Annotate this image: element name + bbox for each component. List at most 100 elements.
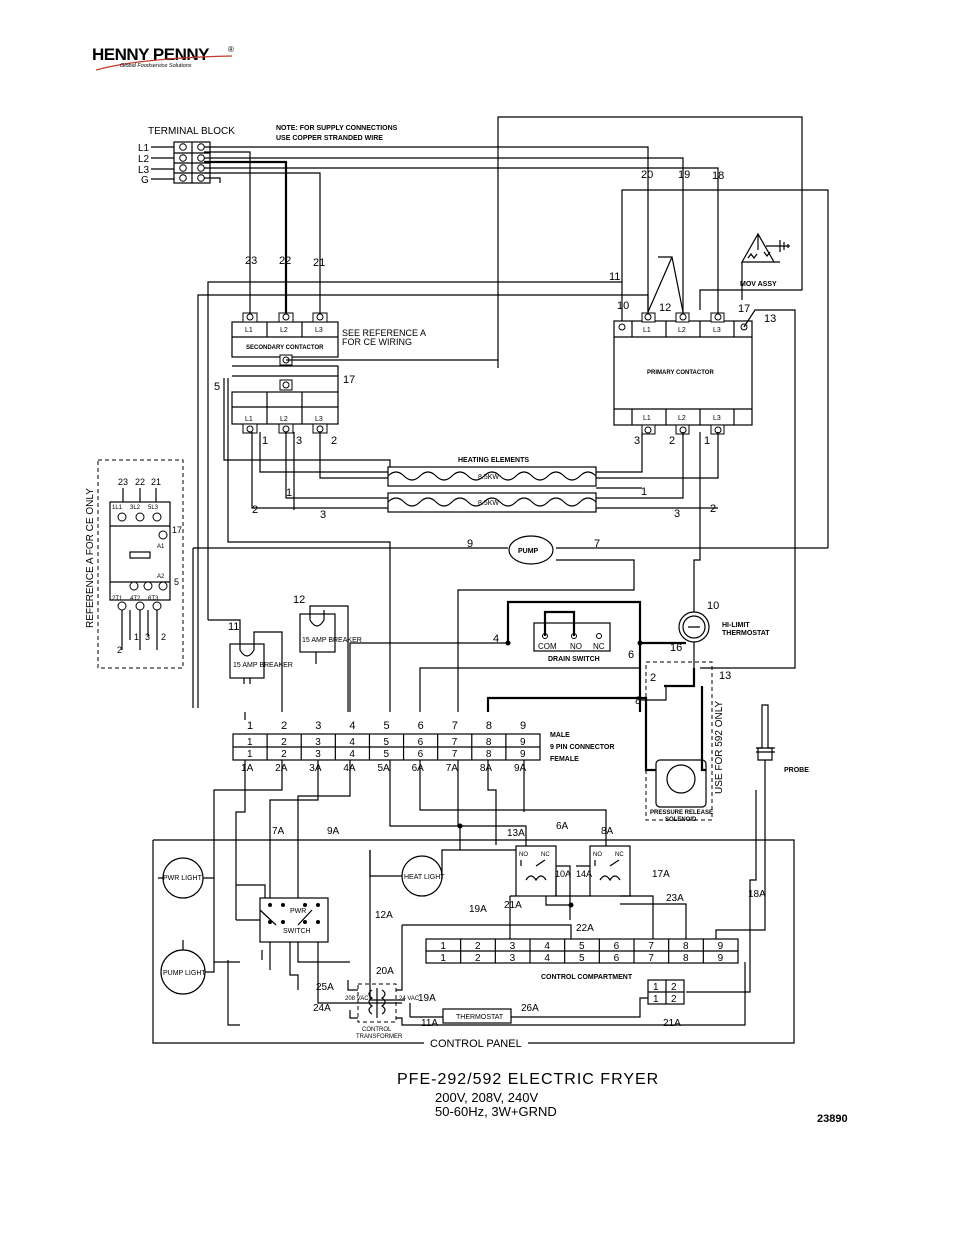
pri-wire-13: 13 — [764, 313, 776, 325]
connector-output-wire-label: 3A — [309, 763, 322, 774]
breaker-11-label: 15 AMP BREAKER — [233, 662, 293, 669]
pw-21a: 21A — [504, 900, 522, 911]
connector-output-wire-label: 7A — [446, 763, 459, 774]
control-compartment-label: CONTROL COMPARTMENT — [541, 974, 633, 981]
transformer-label-1: CONTROL — [362, 1027, 392, 1033]
pw-11a: 11A — [421, 1018, 438, 1029]
pri-out-3: 3 — [634, 435, 640, 447]
pri-out-1: 1 — [704, 435, 710, 447]
compartment-pin-bottom: 5 — [579, 953, 585, 964]
relay-right: NO NC — [589, 845, 631, 897]
ref-bot-2: 2 — [117, 645, 122, 655]
connector-input-wire-label: 8 — [486, 720, 492, 732]
connector-output-wire-label: 8A — [480, 763, 493, 774]
ref-w17: 17 — [172, 525, 182, 535]
breaker-11: 11 15 AMP BREAKER — [208, 619, 293, 712]
pri-bot-l3: L3 — [713, 415, 721, 422]
pw-25a: 25A — [316, 982, 334, 993]
connector-to-panel-wires — [213, 712, 607, 963]
small-pin-1a: 1 — [653, 982, 659, 993]
logo-registered-mark: ® — [228, 45, 234, 54]
connector-female-label: FEMALE — [550, 756, 579, 763]
thermostat-label-panel: THERMOSTAT — [456, 1014, 504, 1021]
pri-bot-l1: L1 — [643, 415, 651, 422]
ref-2t1: 2T1 — [112, 596, 123, 602]
pw-22a: 22A — [576, 923, 594, 934]
relay-left-no: NO — [519, 852, 528, 858]
connector-input-wire-label: 3 — [315, 720, 321, 732]
pw-8a: 8A — [601, 826, 614, 837]
sec-top-l3: L3 — [315, 327, 323, 334]
drain-wire-4: 4 — [493, 633, 499, 645]
sec-side-wire-5: 5 — [214, 381, 220, 393]
sec-bot-l1: L1 — [245, 416, 253, 423]
sec-wire-21: 21 — [313, 257, 325, 269]
heating-elements-label: HEATING ELEMENTS — [458, 457, 529, 464]
connector-male-pin: 6 — [418, 737, 424, 748]
element-1-kw: 8.5KW — [478, 474, 499, 481]
title-line-1: PFE-292/592 ELECTRIC FRYER — [397, 1071, 659, 1088]
connector-male-pin: 3 — [315, 737, 321, 748]
pw-9a: 9A — [327, 826, 340, 837]
sec-out-1: 1 — [262, 435, 268, 447]
connector-male-label: MALE — [550, 732, 570, 739]
relay-left-nc: NC — [541, 852, 550, 858]
breaker-12-wire: 12 — [293, 594, 305, 606]
compartment-pin-top: 8 — [683, 941, 689, 952]
connector-female-pin: 2 — [281, 749, 287, 760]
relay-left: NO NC — [515, 845, 557, 897]
heat-light: HEAT LIGHT — [369, 849, 526, 897]
connector-input-wire-label: 2 — [281, 720, 287, 732]
connector-female-pin: 9 — [520, 749, 526, 760]
sec-top-l1: L1 — [245, 327, 253, 334]
pri-wire-10: 10 — [617, 300, 629, 312]
solenoid-wire-8: 8 — [635, 695, 641, 707]
hi-limit-wire-10: 10 — [707, 600, 719, 612]
primary-contactor-body — [613, 320, 753, 426]
control-thermostat: THERMOSTAT — [409, 997, 648, 1024]
solenoid-label-2: SOLENOID — [665, 817, 697, 823]
connector-input-wire-label: 4 — [349, 720, 355, 732]
terminal-l2-label: L2 — [138, 154, 150, 165]
switch-pwr-label: PWR — [290, 908, 306, 915]
terminal-l3-label: L3 — [138, 165, 150, 176]
pw-19a-2: 19A — [418, 993, 436, 1004]
logo-brand: HENNY PENNY — [92, 45, 210, 64]
pw-26a: 26A — [521, 1003, 539, 1014]
pri-wire-11: 11 — [609, 271, 620, 283]
connector-male-pin: 1 — [247, 737, 253, 748]
pri-top-l3: L3 — [713, 327, 721, 334]
sec-coil-wire-17: 17 — [343, 374, 355, 386]
primary-contactor: 20 19 18 L1 L2 L3 PRIMARY CONTACTOR L1 L… — [609, 169, 776, 447]
pri-wire-19: 19 — [678, 169, 690, 181]
ref-a1: A1 — [157, 544, 165, 550]
pw-21a-2: 21A — [663, 1018, 681, 1029]
compartment-pin-top: 5 — [579, 941, 585, 952]
compartment-pin-bottom: 8 — [683, 953, 689, 964]
ref-4t2: 4T2 — [130, 596, 141, 602]
sec-bot-l3: L3 — [315, 416, 323, 423]
compartment-pin-bottom: 2 — [475, 953, 481, 964]
pri-wire-12: 12 — [659, 302, 671, 314]
drain-switch: COM NO NC DRAIN SWITCH 4 6 — [349, 600, 643, 712]
connector-output-wire-label: 1A — [241, 763, 254, 774]
ref-5l3: 5L3 — [148, 505, 159, 511]
mov-assembly: MOV ASSY — [740, 232, 790, 288]
pump-wire-7: 7 — [594, 538, 600, 550]
terminal-block-title: TERMINAL BLOCK — [148, 126, 235, 137]
pri-top-l2: L2 — [678, 327, 686, 334]
small-pin-2a: 2 — [671, 982, 677, 993]
small-pin-2b: 2 — [671, 994, 677, 1005]
ref-bot-1: 1 — [134, 632, 139, 642]
pressure-release-solenoid: USE FOR 592 ONLY 2 8 PRESSURE RELEASE SO… — [486, 661, 725, 823]
primary-contactor-label: PRIMARY CONTACTOR — [647, 370, 714, 376]
connector-male-pin: 2 — [281, 737, 287, 748]
reference-a-ce: REFERENCE A FOR CE ONLY 23 22 21 1L1 3L2… — [85, 459, 184, 669]
drain-com: COM — [538, 642, 557, 651]
ref-top-23: 23 — [118, 477, 128, 487]
compartment-pin-top: 7 — [648, 941, 654, 952]
ref-a2: A2 — [157, 574, 165, 580]
pw-19a: 19A — [469, 904, 487, 915]
